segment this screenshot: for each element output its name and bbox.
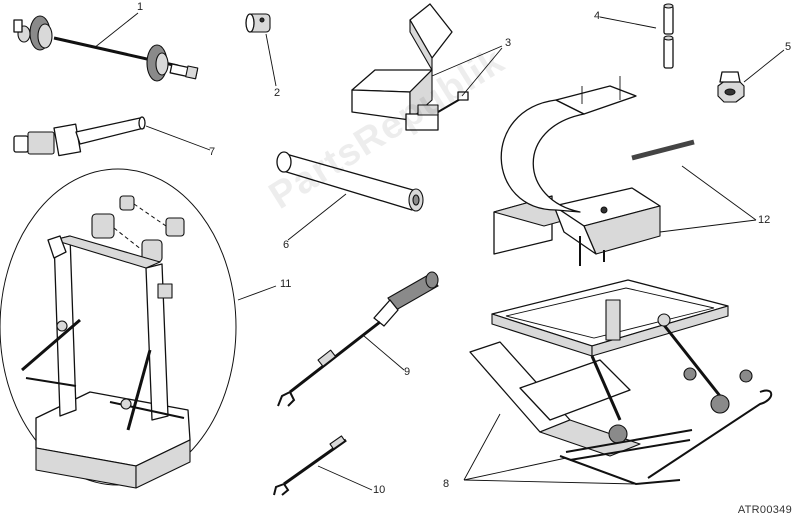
callout-1: 1 xyxy=(137,1,144,13)
callout-4: 4 xyxy=(594,10,601,22)
callout-8: 8 xyxy=(443,478,450,490)
part-10-hook-tool xyxy=(273,435,347,496)
part-9-handle-tool xyxy=(277,271,439,407)
callout-9: 9 xyxy=(404,366,411,378)
part-1-bearing-puller xyxy=(13,15,199,82)
reference-code: ATR00349 xyxy=(737,504,792,516)
callout-7: 7 xyxy=(209,146,216,158)
callout-11: 11 xyxy=(280,278,292,290)
part-4-pins xyxy=(663,3,674,69)
part-2-coupling xyxy=(245,13,271,33)
callout-5: 5 xyxy=(785,41,792,53)
part-12-support-stand xyxy=(493,76,695,266)
callout-2: 2 xyxy=(274,87,281,99)
part-11-stand-assembly xyxy=(0,168,237,489)
callout-10: 10 xyxy=(373,484,386,496)
part-6-cylinder xyxy=(276,151,424,212)
part-8-lift-jack xyxy=(469,279,773,486)
part-5-nut xyxy=(717,71,745,103)
callout-12: 12 xyxy=(758,214,771,226)
callout-6: 6 xyxy=(283,239,290,251)
part-3-toolcase xyxy=(351,3,469,131)
callout-3: 3 xyxy=(505,37,512,49)
part-7-extension xyxy=(13,116,146,157)
